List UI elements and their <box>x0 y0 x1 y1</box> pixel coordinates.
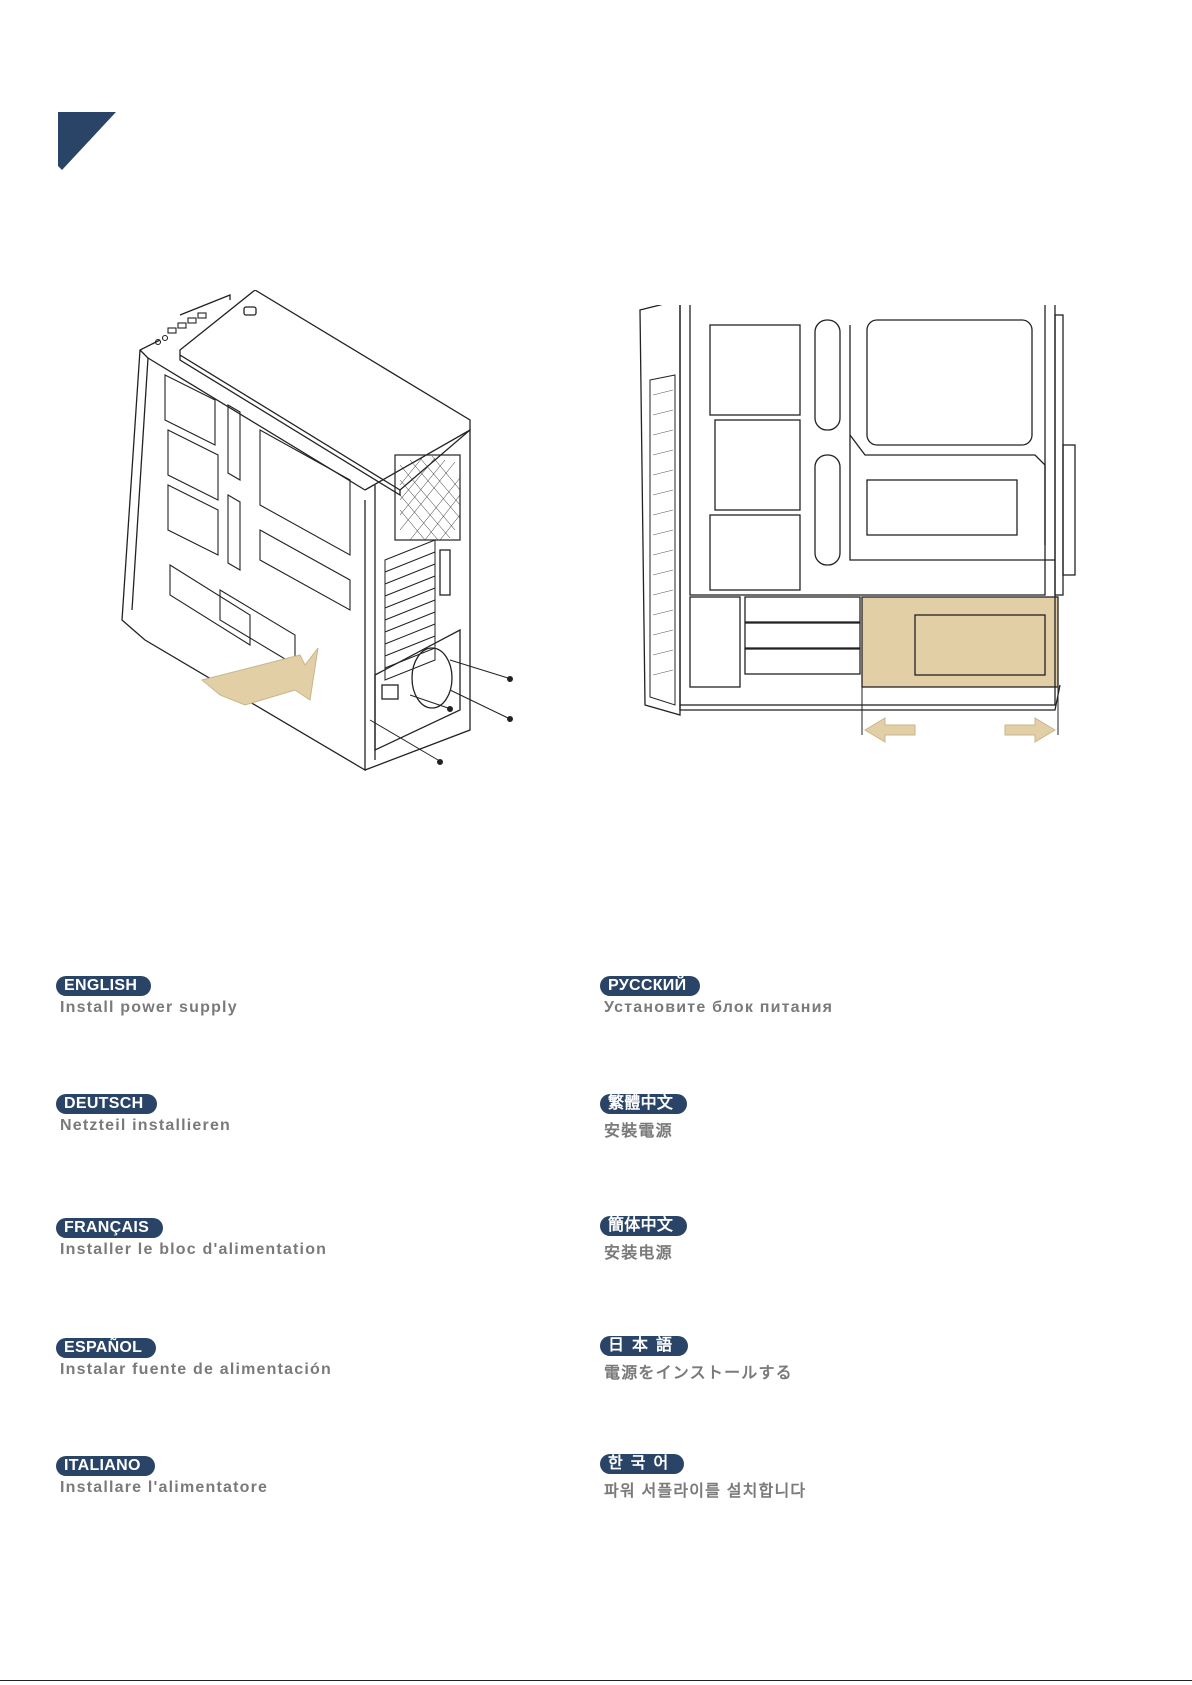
lang-japanese: 日本語 電源をインストールする <box>600 1336 1080 1383</box>
lang-simplified-chinese: 簡体中文 安装电源 <box>600 1216 1080 1263</box>
lang-deutsch: DEUTSCH Netzteil installieren <box>56 1094 536 1135</box>
lang-label: ITALIANO <box>56 1456 155 1476</box>
lang-text: 파워 서플라이를 설치합니다 <box>600 1477 1080 1501</box>
lang-label: ENGLISH <box>56 976 151 996</box>
lang-text: 安裝電源 <box>600 1117 1080 1141</box>
lang-text: 電源をインストールする <box>600 1359 1080 1383</box>
lang-label: FRANÇAIS <box>56 1218 163 1238</box>
lang-text: Install power supply <box>56 999 536 1017</box>
lang-label: 繁體中文 <box>600 1094 687 1114</box>
lang-label: 日本語 <box>600 1336 688 1356</box>
lang-russian: РУССКИЙ Установите блок питания <box>600 976 1080 1017</box>
lang-text: Instalar fuente de alimentación <box>56 1361 536 1379</box>
lang-label: DEUTSCH <box>56 1094 157 1114</box>
lang-korean: 한국어 파워 서플라이를 설치합니다 <box>600 1454 1080 1501</box>
footer-divider <box>0 1680 1192 1681</box>
lang-text: Установите блок питания <box>600 999 1080 1017</box>
lang-francais: FRANÇAIS Installer le bloc d'alimentatio… <box>56 1218 536 1259</box>
lang-espanol: ESPAÑOL Instalar fuente de alimentación <box>56 1338 536 1379</box>
lang-italiano: ITALIANO Installare l'alimentatore <box>56 1456 536 1497</box>
lang-text: Netzteil installieren <box>56 1117 536 1135</box>
lang-text: 安装电源 <box>600 1239 1080 1263</box>
lang-english: ENGLISH Install power supply <box>56 976 536 1017</box>
lang-traditional-chinese: 繁體中文 安裝電源 <box>600 1094 1080 1141</box>
lang-label: РУССКИЙ <box>600 976 700 996</box>
lang-label: 한국어 <box>600 1454 684 1474</box>
case-isometric-illustration <box>120 290 560 820</box>
lang-label: ESPAÑOL <box>56 1338 156 1358</box>
case-side-illustration <box>635 305 1095 805</box>
lang-label: 簡体中文 <box>600 1216 687 1236</box>
lang-text: Installare l'alimentatore <box>56 1479 536 1497</box>
step-corner-icon <box>56 110 118 172</box>
lang-text: Installer le bloc d'alimentation <box>56 1241 536 1259</box>
